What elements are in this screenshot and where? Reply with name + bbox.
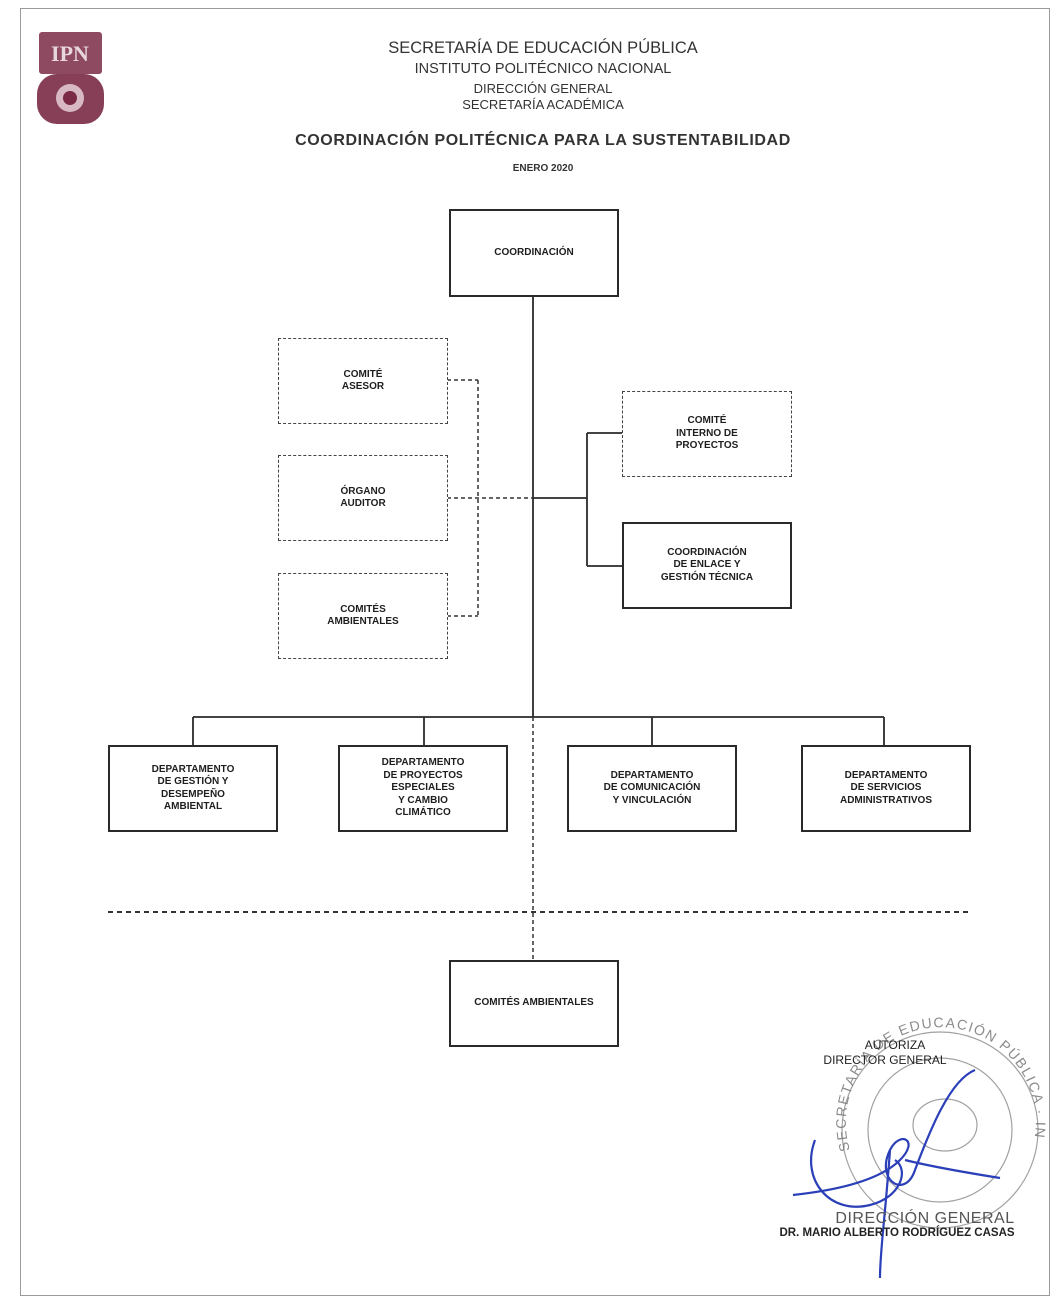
page-frame — [20, 8, 1050, 1296]
box-coordinacion: COORDINACIÓN — [449, 209, 619, 297]
ipn-logo: IPN — [37, 32, 104, 124]
header-line-1: SECRETARÍA DE EDUCACIÓN PÚBLICA — [388, 39, 698, 57]
box-comites-ambientales: COMITÉS AMBIENTALES — [449, 960, 619, 1047]
header-line-2: INSTITUTO POLITÉCNICO NACIONAL — [414, 61, 672, 77]
signature-name: DR. MARIO ALBERTO RODRÍGUEZ CASAS — [779, 1227, 1015, 1239]
header-line-4: SECRETARÍA ACADÉMICA — [462, 97, 624, 112]
document-date: ENERO 2020 — [512, 163, 574, 174]
handwritten-signature — [792, 1068, 1001, 1279]
box-depto-comunicacion: DEPARTAMENTO DE COMUNICACIÓN Y VINCULACI… — [567, 745, 737, 832]
logo-text: IPN — [51, 41, 89, 66]
seal-ring-text: SECRETARÍA DE EDUCACIÓN PÚBLICA · INSTIT… — [0, 0, 1047, 1153]
signature-authorize: AUTORIZA — [864, 1038, 926, 1052]
box-depto-proyectos: DEPARTAMENTO DE PROYECTOS ESPECIALES Y C… — [338, 745, 508, 832]
signature-role: DIRECTOR GENERAL — [823, 1053, 947, 1067]
box-depto-gestion: DEPARTAMENTO DE GESTIÓN Y DESEMPEÑO AMBI… — [108, 745, 278, 832]
box-comites-ambientales-advisory: COMITÉS AMBIENTALES — [278, 573, 448, 659]
box-comite-interno-proyectos: COMITÉ INTERNO DE PROYECTOS — [622, 391, 792, 477]
box-comite-asesor: COMITÉ ASESOR — [278, 338, 448, 424]
box-depto-servicios: DEPARTAMENTO DE SERVICIOS ADMINISTRATIVO… — [801, 745, 971, 832]
box-organo-auditor: ÓRGANO AUDITOR — [278, 455, 448, 541]
seal-direccion-general: DIRECCIÓN GENERAL — [835, 1210, 1015, 1227]
document-title: COORDINACIÓN POLITÉCNICA PARA LA SUSTENT… — [295, 132, 791, 149]
header-line-3: DIRECCIÓN GENERAL — [473, 81, 613, 96]
svg-text:SECRETARÍA DE EDUCACIÓN PÚBLIC: SECRETARÍA DE EDUCACIÓN PÚBLICA · INSTIT… — [0, 0, 1047, 1153]
box-coordinacion-enlace: COORDINACIÓN DE ENLACE Y GESTIÓN TÉCNICA — [622, 522, 792, 609]
